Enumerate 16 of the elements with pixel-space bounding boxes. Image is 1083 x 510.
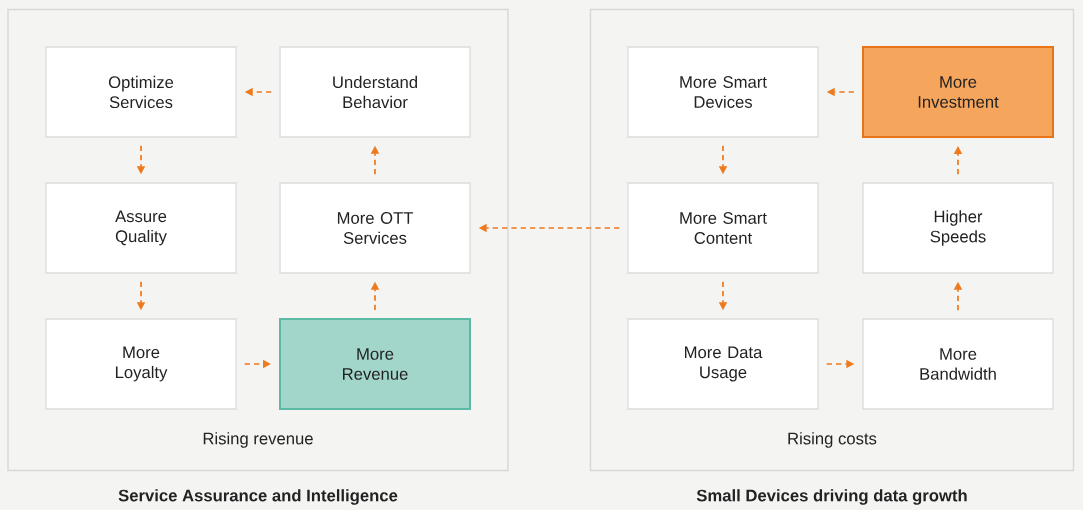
process-box: Optimize Services xyxy=(45,46,237,138)
process-box: More Smart Devices xyxy=(627,46,819,138)
panel-heading: Service Assurance and Intelligence xyxy=(118,489,398,505)
panel-caption: Rising costs xyxy=(788,432,877,448)
process-box: Assure Quality xyxy=(45,182,237,274)
panel-caption: Rising revenue xyxy=(203,432,313,448)
process-box: More Investment xyxy=(862,46,1054,138)
process-box: Higher Speeds xyxy=(862,182,1054,274)
process-box: More Loyalty xyxy=(45,318,237,410)
process-box: More Smart Content xyxy=(627,182,819,274)
process-box: More Data Usage xyxy=(627,318,819,410)
process-box: More OTT Services xyxy=(279,182,471,274)
process-box: More Bandwidth xyxy=(862,318,1054,410)
process-box: More Revenue xyxy=(279,318,471,410)
panel-heading: Small Devices driving data growth xyxy=(696,489,967,505)
process-box: Understand Behavior xyxy=(279,46,471,138)
